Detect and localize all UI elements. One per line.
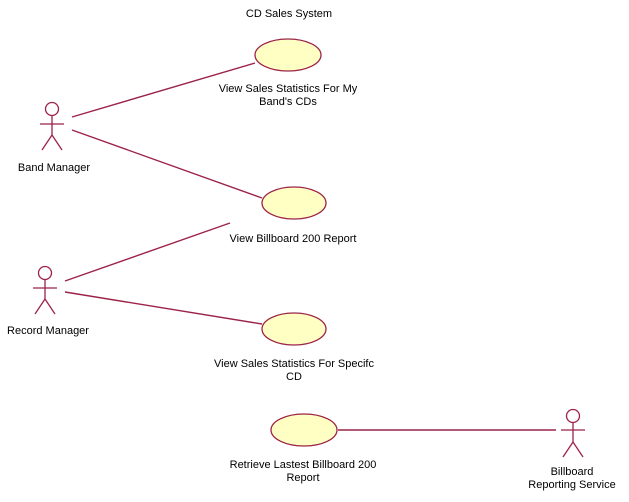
actor-left-leg: [41, 134, 53, 151]
use-case-label-line: Report: [286, 472, 320, 484]
actor-head: [44, 101, 60, 117]
actor-label-billboard-reporting-service: Billboard Reporting Service: [515, 466, 629, 492]
actor-left-leg: [562, 441, 574, 458]
actor-right-leg: [51, 134, 63, 151]
actor-head: [565, 408, 581, 424]
actor-right-leg: [44, 298, 56, 315]
diagram-title: CD Sales System: [245, 8, 333, 20]
use-case-view-billboard-200[interactable]: [261, 186, 327, 220]
use-case-view-sales-specific-cd[interactable]: [261, 312, 327, 346]
use-case-label-line: Retrieve Lastest Billboard 200: [229, 459, 377, 471]
association-band-manager-view-sales-my-band: [71, 62, 256, 118]
association-record-manager-view-billboard-200: [64, 222, 231, 282]
association-band-manager-view-billboard-200: [71, 129, 263, 199]
use-case-view-sales-my-band[interactable]: [254, 38, 322, 72]
actor-band-manager-figure[interactable]: [40, 101, 64, 151]
actor-right-leg: [572, 441, 584, 458]
use-case-label-line: Band's CDs: [259, 96, 317, 108]
actor-label-record-manager: Record Manager: [7, 325, 89, 337]
actor-head: [37, 265, 53, 281]
association-record-manager-view-sales-specific-cd: [64, 291, 263, 325]
use-case-label-line: View Sales Statistics For My: [218, 83, 358, 95]
actor-label-line: Billboard: [550, 466, 594, 478]
use-case-label-retrieve-billboard-200: Retrieve Lastest Billboard 200 Report: [193, 459, 413, 485]
actor-label-line: Reporting Service: [528, 479, 616, 491]
actor-left-leg: [34, 298, 46, 315]
use-case-label-line: CD: [286, 371, 302, 383]
actor-label-band-manager: Band Manager: [17, 162, 91, 174]
actor-record-manager-figure[interactable]: [33, 265, 57, 315]
actor-billboard-reporting-service-figure[interactable]: [561, 408, 585, 458]
use-case-label-line: View Sales Statistics For Specifc: [214, 358, 374, 370]
use-case-label-view-billboard-200: View Billboard 200 Report: [198, 233, 388, 246]
use-case-retrieve-billboard-200[interactable]: [270, 413, 338, 447]
use-case-label-view-sales-specific-cd: View Sales Statistics For Specifc CD: [184, 358, 404, 384]
use-case-label-view-sales-my-band: View Sales Statistics For My Band's CDs: [178, 83, 398, 109]
use-case-label-line: View Billboard 200 Report: [229, 233, 357, 245]
